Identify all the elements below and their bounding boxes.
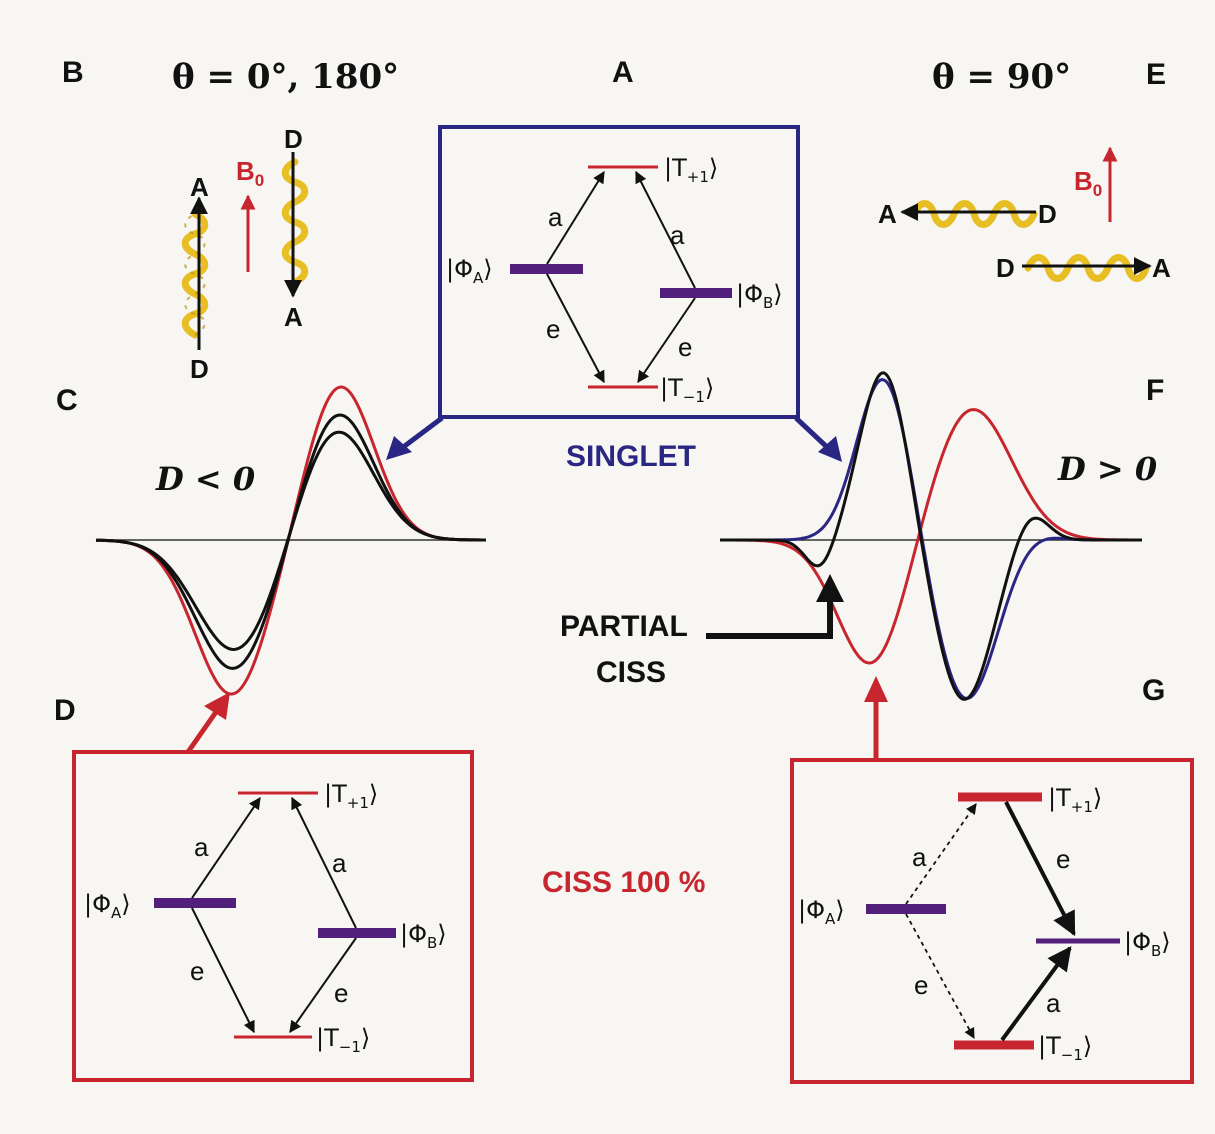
ket-phi-b: |ΦB⟩: [400, 920, 447, 952]
ciss-scheme-box-g: [790, 758, 1194, 1084]
scheme-d-levels: [154, 791, 396, 1039]
field-arrow-e: B0: [1074, 146, 1118, 222]
arrow-to-spectrum-f: [794, 416, 842, 462]
panel-label-g: G: [1142, 674, 1165, 707]
field-arrow-b: B0: [236, 156, 264, 272]
acceptor-label: A: [190, 172, 209, 202]
panel-label-f: F: [1146, 374, 1164, 407]
partial-ciss-arrow: [706, 574, 844, 639]
ket-t-minus: |T−1⟩: [1038, 1032, 1092, 1064]
ciss-scheme-box-d: [72, 750, 474, 1082]
panel-label-d: D: [54, 694, 76, 727]
transition-e-label: e: [334, 978, 348, 1008]
transition-a-label: a: [194, 832, 209, 862]
ket-phi-b: |ΦB⟩: [1124, 928, 1171, 960]
transition-e-label: e: [914, 970, 928, 1000]
transition-e-label: e: [1056, 844, 1070, 874]
helix-horizontal-right: [1022, 254, 1152, 282]
spectrum-f: [720, 371, 1142, 701]
transition-a-label: a: [548, 202, 563, 232]
ket-t-minus: |T−1⟩: [316, 1024, 370, 1056]
ket-phi-a: |ΦA⟩: [84, 890, 131, 922]
field-subscript: 0: [1093, 181, 1102, 200]
transition-a-label: a: [1046, 988, 1061, 1018]
d-positive-label: D > 0: [1057, 450, 1157, 488]
field-symbol: B: [236, 156, 255, 186]
panel-label-a: A: [612, 56, 634, 89]
spectrum-c: [95, 385, 486, 696]
ket-t-plus: |T+1⟩: [1048, 784, 1102, 816]
field-symbol: B: [1074, 166, 1093, 196]
field-subscript: 0: [255, 171, 264, 190]
arrow-to-spectrum-c: [386, 416, 444, 460]
donor-label: D: [284, 124, 303, 154]
partial-ciss-label-line1: PARTIAL: [560, 610, 688, 643]
ket-phi-a: |ΦA⟩: [446, 255, 493, 287]
transition-a-label: a: [332, 848, 347, 878]
angle-label-parallel: θ = 0°, 180°: [172, 57, 399, 97]
acceptor-label: A: [1152, 253, 1171, 283]
arrow-from-scheme-g: [864, 676, 888, 760]
donor-label: D: [190, 354, 209, 384]
d-negative-label: D < 0: [155, 460, 255, 498]
singlet-levels: [510, 165, 732, 389]
ket-t-minus: |T−1⟩: [660, 374, 714, 406]
ket-t-plus: |T+1⟩: [664, 154, 718, 186]
transition-a-label: a: [912, 842, 927, 872]
angle-label-perpendicular: θ = 90°: [932, 57, 1071, 97]
singlet-scheme-box: [438, 125, 800, 419]
transition-e-label: e: [678, 332, 692, 362]
singlet-label: SINGLET: [566, 440, 696, 473]
donor-label: D: [1038, 199, 1057, 229]
acceptor-label: A: [284, 302, 303, 332]
scheme-g-levels: [866, 792, 1120, 1050]
helix-vertical-up: [181, 196, 209, 350]
arrow-from-scheme-d: [185, 692, 230, 754]
svg-text:B0: B0: [236, 156, 264, 190]
transition-e-label: e: [190, 956, 204, 986]
transition-a-label: a: [670, 220, 685, 250]
acceptor-label: A: [878, 199, 897, 229]
ket-phi-a: |ΦA⟩: [798, 896, 845, 928]
ciss-100-label: CISS 100 %: [542, 866, 705, 899]
helix-vertical-down: [281, 152, 309, 298]
donor-label: D: [996, 253, 1015, 283]
transition-e-label: e: [546, 314, 560, 344]
ket-phi-b: |ΦB⟩: [736, 280, 783, 312]
partial-ciss-label-line2: CISS: [596, 656, 666, 689]
helix-horizontal-left: [900, 200, 1038, 228]
ket-t-plus: |T+1⟩: [324, 780, 378, 812]
panel-label-b: B: [62, 56, 84, 89]
panel-label-c: C: [56, 384, 78, 417]
svg-text:B0: B0: [1074, 166, 1102, 200]
panel-label-e: E: [1146, 58, 1166, 91]
